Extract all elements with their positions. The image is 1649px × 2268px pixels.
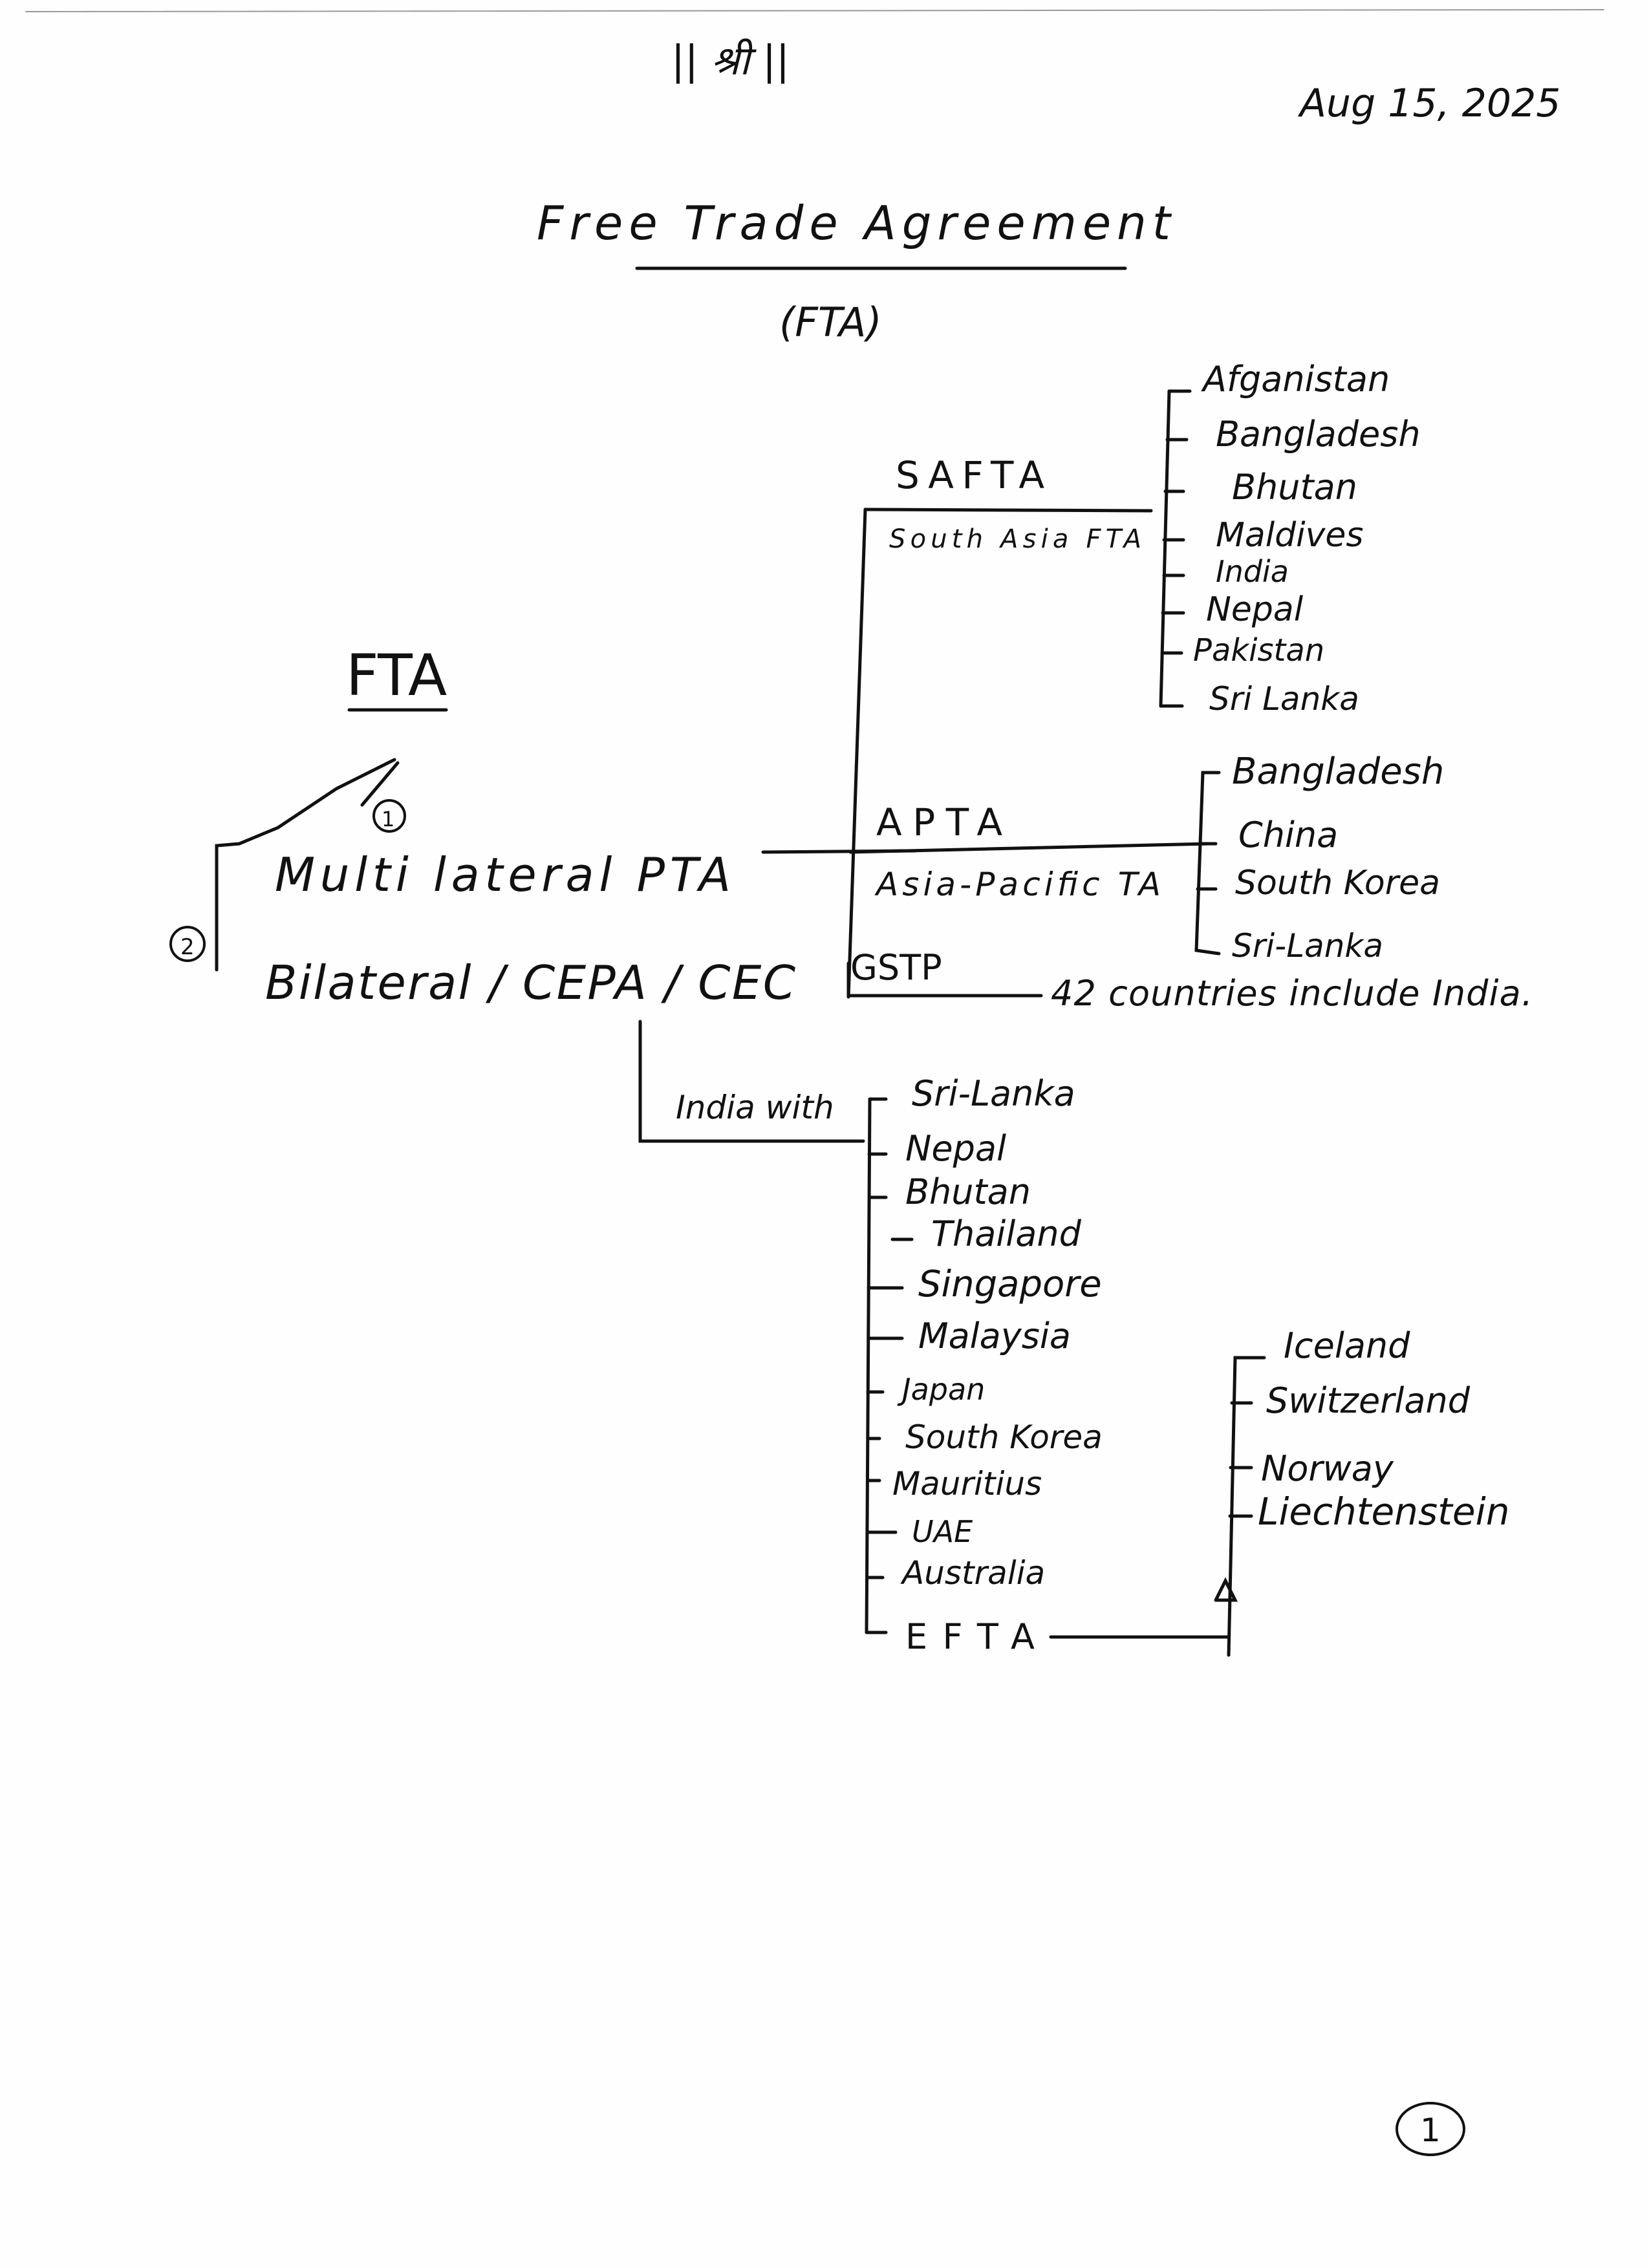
gstp-branch — [846, 961, 1024, 998]
india-partner: Nepal — [905, 1128, 1006, 1169]
apta-member: Sri-Lanka — [1232, 927, 1383, 965]
india-partner: UAE — [912, 1514, 973, 1549]
india-partner: Australia — [900, 1554, 1045, 1592]
safta-name: SAFTA — [896, 453, 1044, 497]
apta-member: China — [1238, 815, 1338, 855]
multilateral-label: Multi lateral PTA — [275, 848, 731, 902]
india-partner: Singapore — [918, 1263, 1102, 1305]
title-abbr: (FTA) — [779, 299, 882, 346]
efta-member: Iceland — [1284, 1325, 1410, 1366]
circle-number-1 — [372, 799, 406, 833]
safta-member: Pakistan — [1193, 632, 1324, 669]
page-number-circle — [1396, 2102, 1465, 2156]
bilateral-label: Bilateral / CEPA / CEC — [265, 956, 796, 1010]
safta-member: Sri Lanka — [1209, 680, 1359, 718]
number-2: 2 — [180, 934, 195, 960]
efta-members-bracket — [1227, 1356, 1266, 1657]
safta-branch — [863, 508, 1153, 513]
india-partner: Bhutan — [905, 1171, 1031, 1212]
safta-full: South Asia FTA — [889, 524, 1141, 554]
india-with-bracket — [865, 1097, 872, 1634]
page-title: Free Trade Agreement — [537, 196, 1172, 250]
safta-member: Maldives — [1216, 516, 1364, 555]
safta-member: Afganistan — [1201, 359, 1390, 400]
gstp-note: 42 countries include India. — [1051, 973, 1533, 1014]
safta-member: Nepal — [1206, 590, 1304, 629]
apta-full: Asia-Pacific TA — [874, 866, 1161, 903]
india-partner-efta: EFTA — [905, 1616, 1035, 1657]
efta-member: Norway — [1261, 1448, 1394, 1489]
fta-root-label: FTA — [346, 642, 447, 709]
efta-member: Switzerland — [1266, 1380, 1471, 1421]
india-partner: Thailand — [931, 1214, 1082, 1254]
page-edge-line — [25, 9, 1604, 12]
circle-number-2 — [169, 926, 206, 962]
safta-member: Bhutan — [1232, 467, 1357, 508]
apta-member: Bangladesh — [1232, 751, 1444, 793]
number-1: 1 — [382, 807, 394, 831]
safta-member: India — [1216, 554, 1289, 589]
safta-member: Bangladesh — [1216, 414, 1421, 455]
india-partner: Sri-Lanka — [912, 1073, 1075, 1114]
page-number: 1 — [1420, 2112, 1441, 2149]
india-partner: South Korea — [905, 1418, 1103, 1456]
apta-name: APTA — [876, 800, 1002, 844]
date: Aug 15, 2025 — [1297, 81, 1560, 126]
trunk-line — [846, 508, 867, 999]
india-with-label: India with — [676, 1089, 834, 1126]
fta-branch-bracket — [215, 758, 396, 972]
bilateral-connector — [638, 1020, 865, 1143]
india-partner: Malaysia — [918, 1316, 1071, 1356]
india-partner: Mauritius — [892, 1465, 1042, 1503]
efta-member: Liechtenstein — [1258, 1490, 1509, 1534]
gstp-name: GSTP — [850, 947, 942, 988]
apta-member: South Korea — [1235, 864, 1440, 903]
apta-members-bracket — [1194, 771, 1221, 956]
apta-branch — [848, 842, 1211, 854]
india-partner: Japan — [897, 1372, 985, 1407]
fta-branch-slash — [360, 761, 400, 807]
header-mark: || श्री || — [671, 37, 790, 85]
efta-arrowhead — [1214, 1577, 1238, 1602]
